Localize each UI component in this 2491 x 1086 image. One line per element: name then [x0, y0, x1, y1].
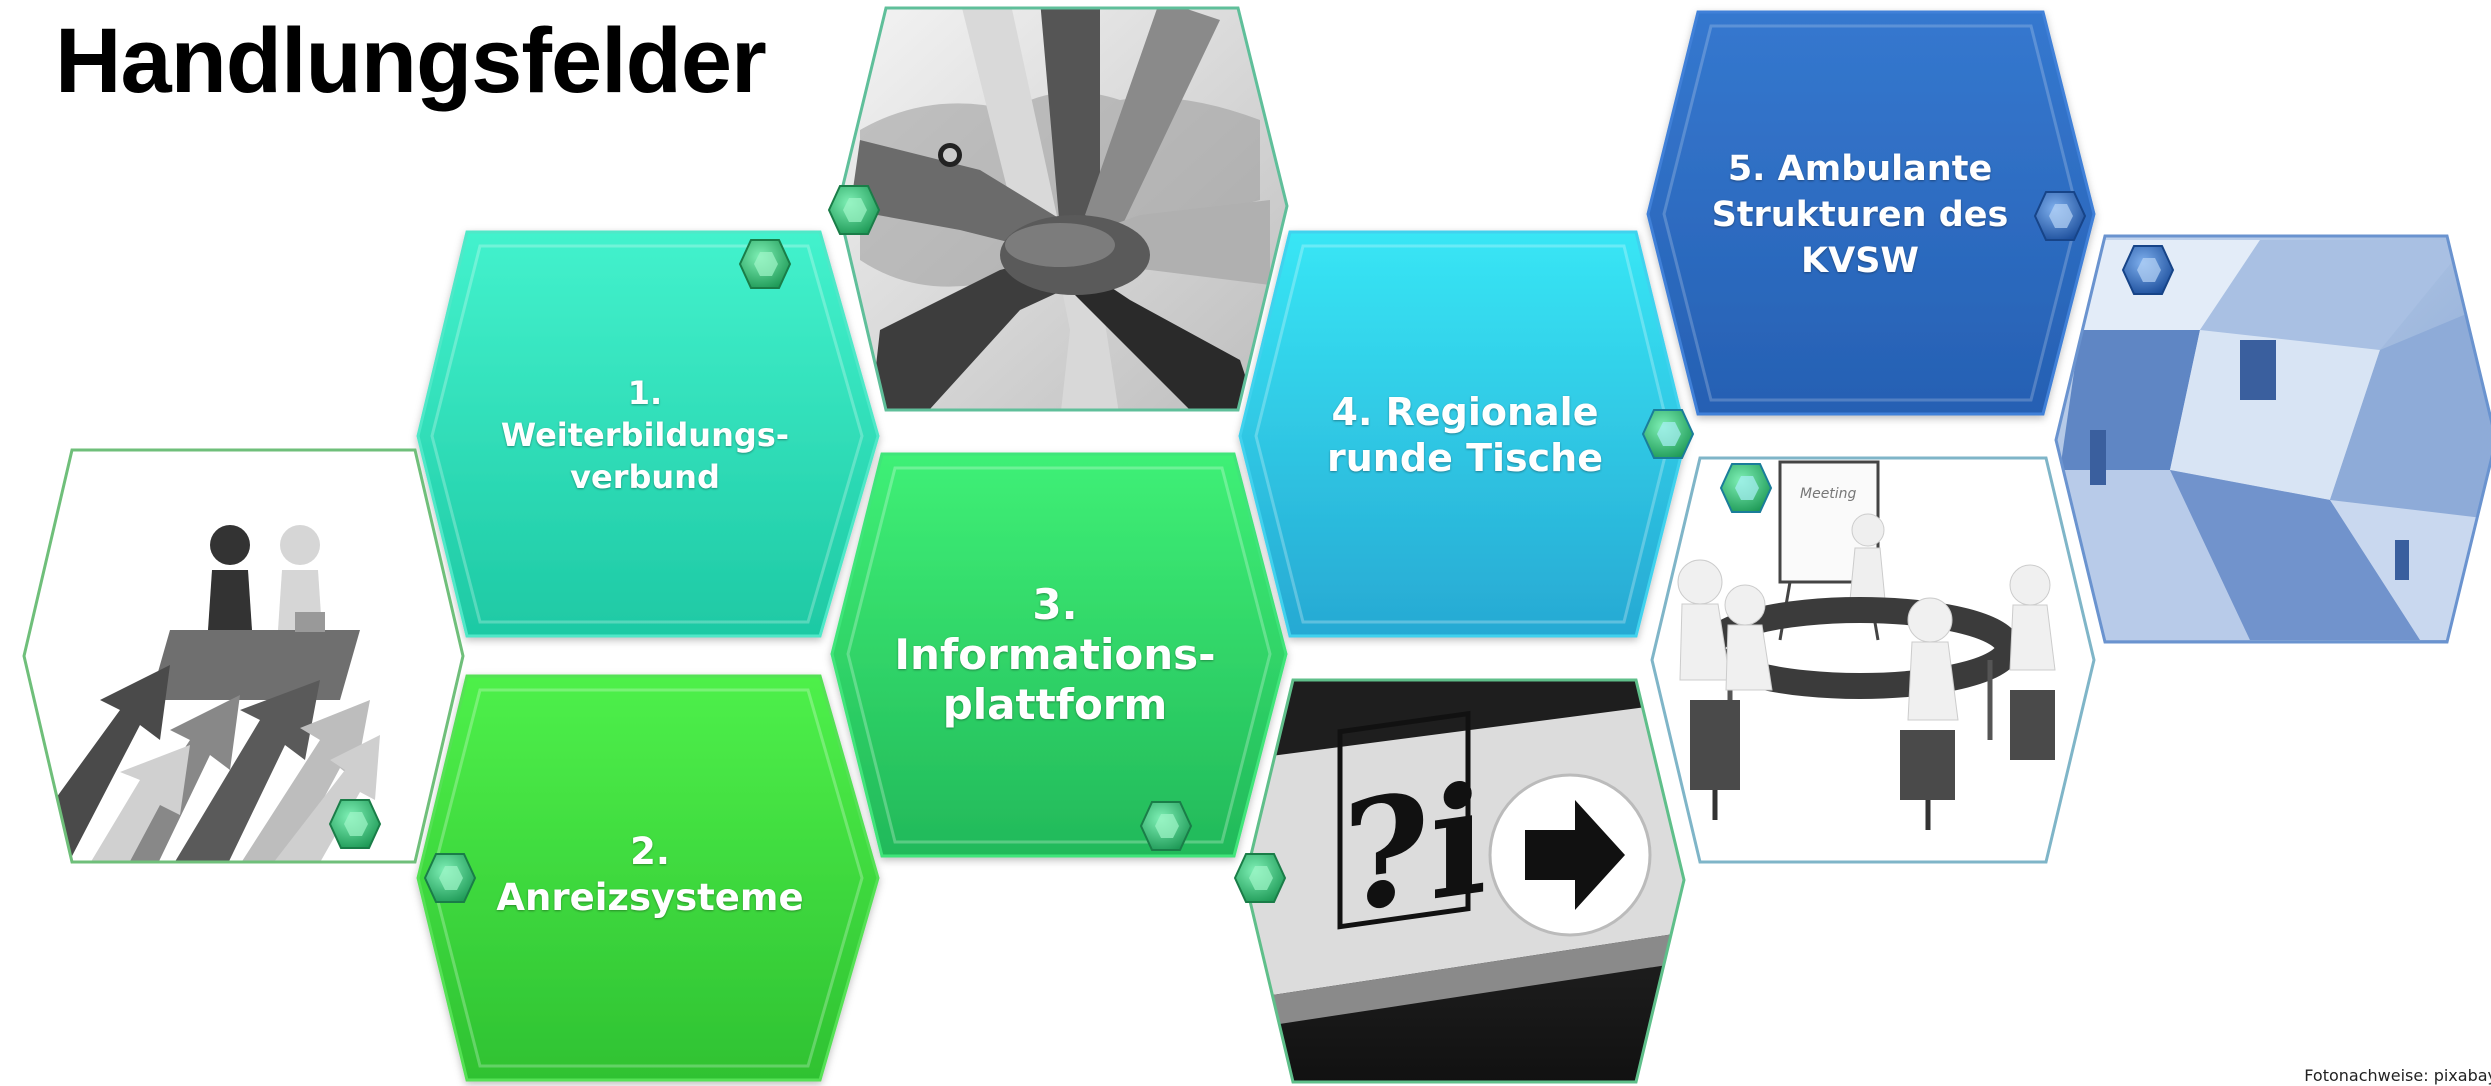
gem-badge-icon [1719, 463, 1773, 513]
photo-team-hands [836, 6, 1289, 412]
label-ambulante-strukturen[interactable]: 5. Ambulante Strukturen des KVSW [1711, 149, 2009, 281]
gem-badge-icon [738, 239, 792, 289]
hexagon-regionale-runde-tische[interactable] [1238, 230, 1688, 638]
label-weiterbildungsverbund[interactable]: 1. Weiterbildungs- verbund [500, 374, 790, 496]
label-informationsplattform[interactable]: 3. Informations- plattform [894, 580, 1216, 729]
gem-badge-icon [827, 185, 881, 235]
gem-badge-icon [2033, 191, 2087, 241]
photo-credit: Fotonachweise: pixabay [2304, 1066, 2491, 1085]
gem-badge-icon [423, 853, 477, 903]
hexagon-weiterbildungsverbund[interactable] [416, 230, 880, 638]
photo-blue-architecture [2054, 234, 2491, 644]
photo-meeting-table: Meeting [1650, 456, 2096, 864]
hexagon-ambulante-strukturen[interactable] [1646, 10, 2096, 416]
hexagon-informationsplattform[interactable] [830, 452, 1288, 858]
page-title: Handlungsfelder [55, 10, 767, 112]
gem-badge-icon [1641, 409, 1695, 459]
meeting-board-text: Meeting [1800, 486, 1857, 502]
gem-badge-icon [1233, 853, 1287, 903]
label-anreizsysteme[interactable]: 2. Anreizsysteme [496, 830, 804, 919]
gem-badge-icon [2121, 245, 2175, 295]
gem-badge-icon [328, 799, 382, 849]
gem-badge-icon [1139, 801, 1193, 851]
info-sign-text: ?i [1342, 750, 1487, 947]
photo-info-sign: ?i [1243, 678, 1686, 1084]
label-regionale-runde-tische[interactable]: 4. Regionale runde Tische [1327, 390, 1603, 480]
photo-arrows-handshake [22, 448, 465, 864]
